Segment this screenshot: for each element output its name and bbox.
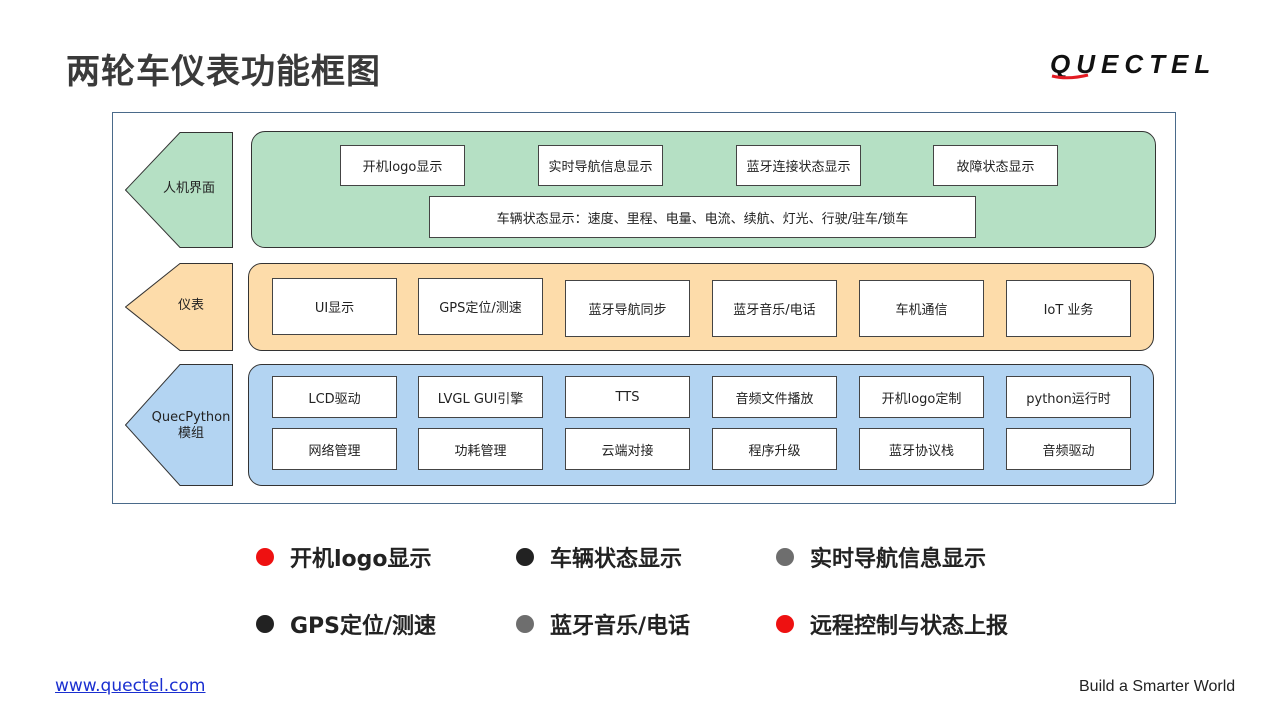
layer-hmi-label: 人机界面 [162, 181, 215, 196]
layer-module-label-line1: QuecPython [151, 410, 231, 425]
module-panel [248, 364, 1154, 486]
legend-item: 蓝牙音乐/电话 [516, 608, 690, 640]
legend-text: 远程控制与状态上报 [810, 614, 1009, 639]
meter-box-vehicle-comm: 车机通信 [859, 280, 984, 337]
footer-tagline: Build a Smarter World [1079, 678, 1236, 695]
bullet-dot [516, 548, 534, 566]
layer-module-label: QuecPython 模组 [137, 410, 245, 442]
layer-meter-arrow: 仪表 [125, 263, 233, 351]
legend-text: 车辆状态显示 [550, 547, 683, 572]
quectel-logo: QUECTEL [1050, 50, 1216, 80]
module-box-cloud: 云端对接 [565, 428, 690, 470]
hmi-box-navigation: 实时导航信息显示 [538, 145, 663, 186]
layer-module-label-line2: 模组 [177, 426, 204, 441]
module-box-lvgl: LVGL GUI引擎 [418, 376, 543, 418]
hmi-box-vehicle-status: 车辆状态显示：速度、里程、电量、电流、续航、灯光、行驶/驻车/锁车 [429, 196, 976, 238]
module-box-tts: TTS [565, 376, 690, 418]
bullet-dot [256, 548, 274, 566]
module-box-network: 网络管理 [272, 428, 397, 470]
legend-text: GPS定位/测速 [290, 614, 437, 639]
legend-text: 实时导航信息显示 [810, 547, 987, 572]
module-box-audio-driver: 音频驱动 [1006, 428, 1131, 470]
hmi-box-bt-status: 蓝牙连接状态显示 [736, 145, 861, 186]
page-title: 两轮车仪表功能框图 [66, 52, 381, 92]
bullet-dot [776, 615, 794, 633]
legend-item: 实时导航信息显示 [776, 541, 986, 573]
layer-meter-label: 仪表 [177, 298, 204, 313]
meter-box-bt-music: 蓝牙音乐/电话 [712, 280, 837, 337]
module-box-power: 功耗管理 [418, 428, 543, 470]
legend-item: 开机logo显示 [256, 541, 432, 573]
meter-box-iot: IoT 业务 [1006, 280, 1131, 337]
module-box-logo-custom: 开机logo定制 [859, 376, 984, 418]
legend-text: 开机logo显示 [290, 547, 432, 572]
bullet-dot [516, 615, 534, 633]
meter-box-gps: GPS定位/测速 [418, 278, 543, 335]
meter-box-ui: UI显示 [272, 278, 397, 335]
module-box-upgrade: 程序升级 [712, 428, 837, 470]
legend-text: 蓝牙音乐/电话 [550, 614, 691, 639]
module-box-lcd: LCD驱动 [272, 376, 397, 418]
layer-hmi-arrow: 人机界面 [125, 132, 233, 248]
bullet-dot [256, 615, 274, 633]
legend-item: 远程控制与状态上报 [776, 608, 1008, 640]
module-box-bt-stack: 蓝牙协议栈 [859, 428, 984, 470]
bullet-dot [776, 548, 794, 566]
layer-module-arrow: QuecPython 模组 [125, 364, 233, 486]
module-box-python-runtime: python运行时 [1006, 376, 1131, 418]
meter-panel [248, 263, 1154, 351]
legend-item: 车辆状态显示 [516, 541, 682, 573]
website-link[interactable]: www.quectel.com [55, 676, 206, 696]
hmi-box-fault-status: 故障状态显示 [933, 145, 1058, 186]
hmi-box-boot-logo: 开机logo显示 [340, 145, 465, 186]
meter-box-bt-nav: 蓝牙导航同步 [565, 280, 690, 337]
module-box-audio-play: 音频文件播放 [712, 376, 837, 418]
legend-item: GPS定位/测速 [256, 608, 436, 640]
logo-wordmark: QUECTEL [1050, 50, 1216, 79]
